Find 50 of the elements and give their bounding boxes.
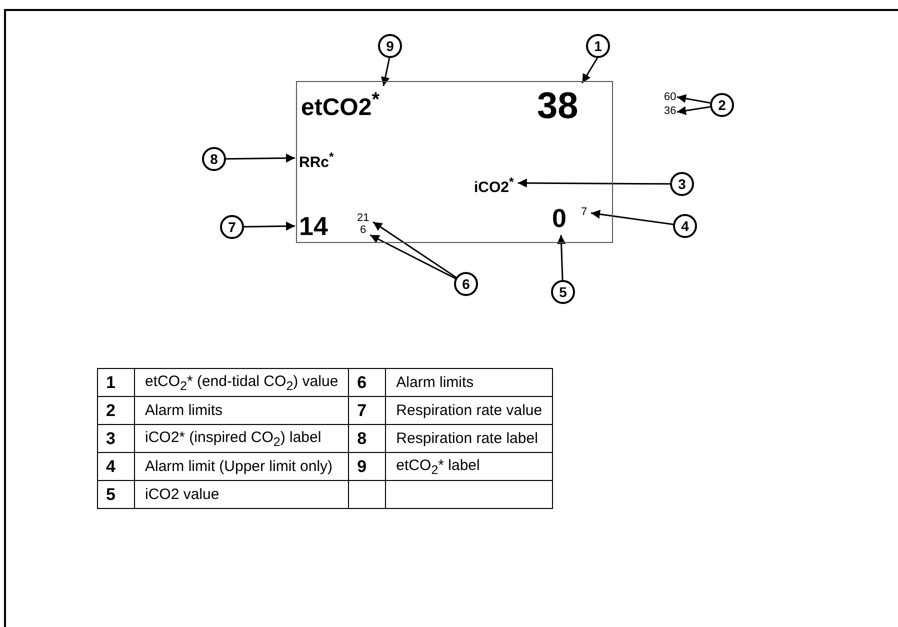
callout-number: 4 xyxy=(673,214,697,238)
alarm-limit-value: 7 xyxy=(581,207,588,218)
key-description: etCO$_{2}$* label xyxy=(396,456,480,474)
key-number: 7 xyxy=(357,400,367,420)
key-number: 5 xyxy=(106,484,116,504)
key-description: Alarm limits xyxy=(396,374,474,391)
key-number: 3 xyxy=(106,428,116,448)
leader-arrow xyxy=(582,58,598,84)
key-description: Alarm limits xyxy=(145,402,222,419)
key-number: 4 xyxy=(106,456,116,476)
alarm-limit-value: 36 xyxy=(664,106,676,117)
callout-number: 7 xyxy=(220,215,244,239)
leader-arrow xyxy=(590,210,674,226)
callout-number: 2 xyxy=(710,93,734,117)
parameter-label: RRc$^{*}$ xyxy=(299,151,334,170)
key-number: 2 xyxy=(106,400,116,420)
key-number: 6 xyxy=(357,372,367,392)
alarm-limit-value: 21 xyxy=(357,213,370,224)
measured-value: 0 xyxy=(552,205,566,231)
leader-arrow xyxy=(226,154,296,163)
key-description: etCO$_{2}$* (end-tidal CO$_{2}$) value xyxy=(145,372,338,390)
key-description: Respiration rate value xyxy=(396,402,542,419)
callout-number: 3 xyxy=(670,172,694,196)
leader-arrow xyxy=(676,94,710,104)
leader-arrow xyxy=(372,221,456,278)
key-description: iCO2 value xyxy=(145,486,220,503)
leader-arrow xyxy=(676,106,710,116)
callout-number: 5 xyxy=(551,280,575,304)
measured-value: 38 xyxy=(537,87,578,124)
leader-arrow xyxy=(370,234,456,280)
callout-number: 6 xyxy=(454,272,478,296)
key-description: Alarm limit (Upper limit only) xyxy=(145,458,333,475)
parameter-label: iCO2$^{*}$ xyxy=(474,176,514,195)
display-screen xyxy=(296,81,613,243)
parameter-label: etCO2$^{*}$ xyxy=(301,90,380,120)
key-description: iCO2* (inspired CO$_{2}$) label xyxy=(145,428,322,446)
alarm-limit-value: 6 xyxy=(360,225,366,236)
leader-arrow xyxy=(556,234,566,280)
leader-arrow xyxy=(380,58,390,86)
leader-arrow xyxy=(518,178,670,188)
callout-number: 1 xyxy=(586,34,610,58)
callout-number: 9 xyxy=(378,34,402,58)
alarm-limit-value: 60 xyxy=(664,92,676,103)
callout-number: 8 xyxy=(202,147,226,171)
measured-value: 14 xyxy=(299,213,328,239)
leader-arrow xyxy=(244,222,296,231)
key-number: 9 xyxy=(357,456,367,476)
key-number: 8 xyxy=(357,428,367,448)
key-description: Respiration rate label xyxy=(396,430,538,447)
key-number: 1 xyxy=(106,372,116,392)
